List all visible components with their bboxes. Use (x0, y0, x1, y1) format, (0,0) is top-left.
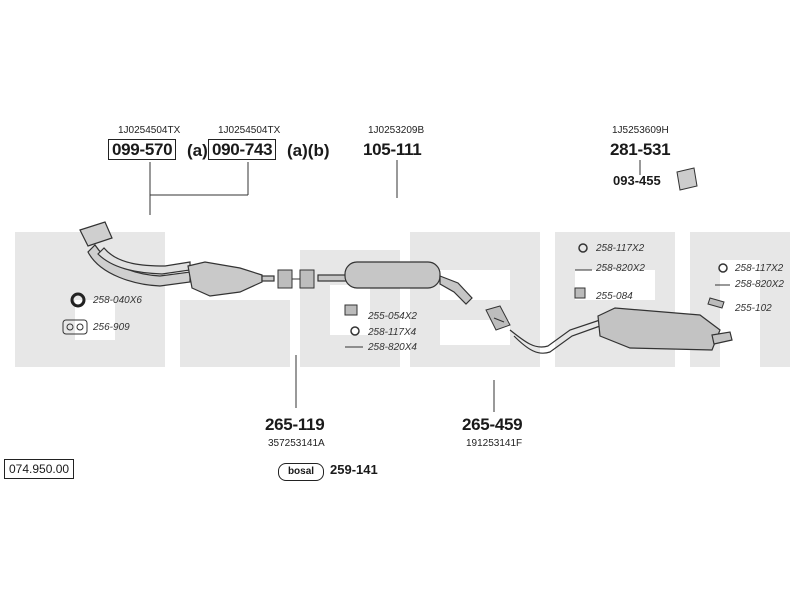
part-number: 259-141 (330, 462, 378, 477)
center-ring (350, 326, 360, 336)
clamp-1 (277, 269, 315, 289)
part-number: 258-820X2 (735, 279, 784, 290)
bosal-logo-badge: bosal (278, 463, 324, 481)
diagram-number: 074.950.00 (4, 459, 75, 479)
part-number: 099-570 (108, 139, 177, 160)
part-number: 255-102 (735, 303, 772, 314)
gasket-ring (70, 292, 86, 308)
oem-label: 1J0254504TX (118, 125, 181, 136)
right-hanger-b (707, 297, 725, 309)
front-pipe (79, 221, 191, 287)
oem-label: 1J5253609H (612, 125, 669, 136)
part-number: 258-117X2 (596, 243, 645, 254)
oem-label: 1J0253209B (368, 125, 425, 136)
part-number: 105-111 (363, 140, 422, 159)
bracket (676, 167, 698, 191)
center-clamp (344, 304, 358, 316)
right-ring-a (578, 243, 588, 253)
rear-muffler (597, 307, 733, 351)
part-number: 256-909 (93, 322, 130, 333)
part-number: 255-054X2 (368, 311, 417, 322)
leader-lines (149, 160, 730, 412)
part-number: 258-820X2 (596, 263, 645, 274)
clamp-2 (485, 305, 511, 331)
part-number: 255-084 (596, 291, 633, 302)
part-number: 265-459 (462, 415, 523, 434)
part-number: 258-117X4 (368, 327, 417, 338)
part-number: 090-743 (208, 139, 277, 160)
part-suffix: (a)(b) (287, 141, 330, 160)
oem-label: 357253141A (268, 438, 325, 449)
part-number: 265-119 (265, 415, 325, 434)
catalytic-converter (187, 261, 275, 297)
part-number: 281-531 (610, 140, 671, 159)
part-number: 258-117X2 (735, 263, 784, 274)
oem-label: 191253141F (466, 438, 523, 449)
part-suffix: (a) (187, 141, 208, 160)
flange-gasket (62, 319, 88, 335)
middle-silencer (317, 261, 473, 305)
part-number: 093-455 (613, 173, 661, 188)
rear-pipe (509, 319, 601, 354)
right-ring-b (718, 263, 728, 273)
part-number: 258-040X6 (93, 295, 142, 306)
part-number: 258-820X4 (368, 342, 417, 353)
right-hanger-a (574, 287, 586, 299)
oem-label: 1J0254504TX (218, 125, 281, 136)
